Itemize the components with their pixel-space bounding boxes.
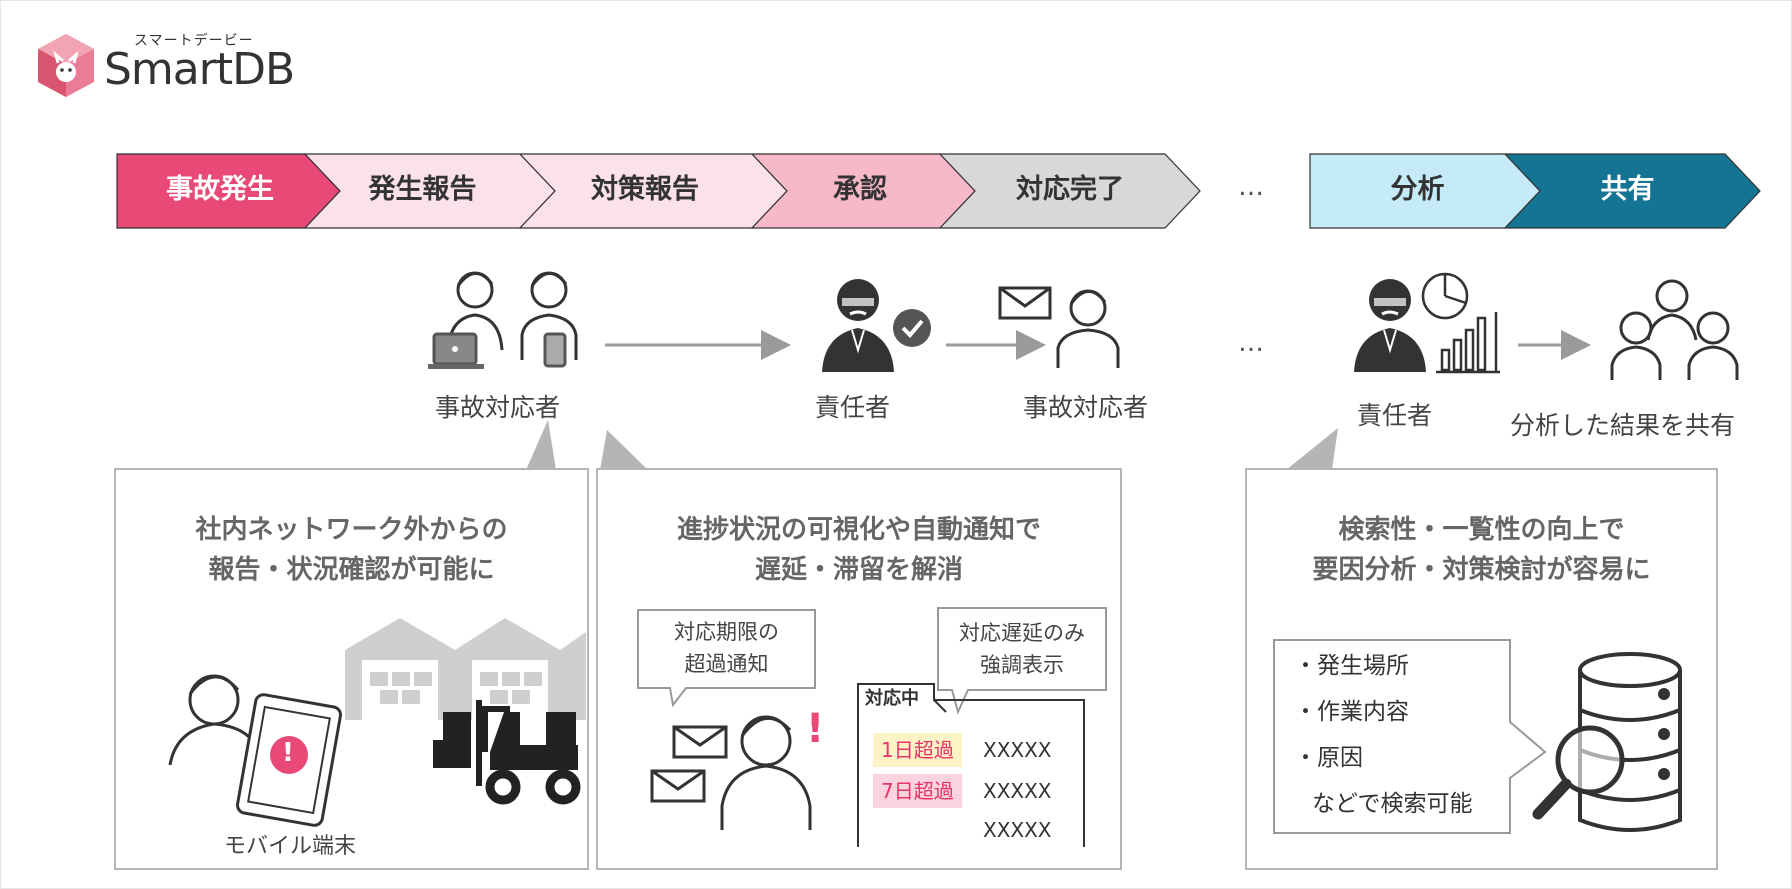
forklift-icon <box>433 700 581 805</box>
step-label-share: 共有 <box>1600 174 1655 205</box>
role-share: 分析した結果を共有 <box>1510 411 1736 440</box>
sheet-header: 対応中 <box>865 688 919 709</box>
search-criteria-cause: ・原因 <box>1294 745 1363 771</box>
bubble-highlight-line-1: 対応遅延のみ <box>959 621 1085 645</box>
bubble-highlight-line-2: 強調表示 <box>980 653 1064 677</box>
panel-3-title-line-1: 検索性・一覧性の向上で <box>1338 515 1625 545</box>
search-criteria-footer: などで検索可能 <box>1312 791 1473 817</box>
logo-kana: スマートデービー <box>134 33 254 49</box>
role-responder-2: 事故対応者 <box>1023 393 1149 422</box>
step-label-report: 発生報告 <box>368 174 477 205</box>
responder-phone-icon <box>520 271 578 368</box>
manager-icon-2 <box>1354 279 1426 372</box>
mobile-user-icon <box>168 674 254 766</box>
status-sheet <box>857 683 1085 847</box>
mail-icon <box>998 286 1052 320</box>
process-flow <box>116 153 1761 229</box>
mail-icon-stack <box>650 725 728 803</box>
overdue-tag-1: 1日超過 <box>873 733 962 767</box>
logo-name: SmartDB <box>104 44 295 95</box>
panel-2-title-line-1: 進捗状況の可視化や自動通知で <box>676 515 1041 545</box>
panel-3-title: 検索性・一覧性の向上で 要因分析・対策検討が容易に <box>1246 510 1717 590</box>
panel-3-title-line-2: 要因分析・対策検討が容易に <box>1312 555 1651 585</box>
step-chevron-share <box>1503 153 1761 229</box>
panel-1-title-line-2: 報告・状況確認が可能に <box>208 555 495 585</box>
group-share-icon <box>1610 279 1739 380</box>
magnifier-icon <box>1532 725 1625 820</box>
search-list-bubble <box>1273 639 1547 834</box>
callout-pointer-1 <box>526 420 556 470</box>
ellipsis-middle: … <box>1238 328 1264 358</box>
ellipsis-top: … <box>1238 172 1264 202</box>
panel-1-title-line-1: 社内ネットワーク外からの <box>195 515 508 545</box>
callout-pointer-3 <box>1286 428 1338 470</box>
bubble-overdue-line-1: 対応期限の <box>674 620 779 644</box>
manager-icon <box>822 279 894 372</box>
tablet-icon <box>236 693 342 827</box>
pie-chart-icon <box>1421 272 1469 320</box>
step-label-countermeasure: 対策報告 <box>591 174 699 205</box>
step-chevron-5 <box>938 153 1201 229</box>
responder-icon <box>1056 289 1120 368</box>
bubble-overdue-text: 対応期限の 超過通知 <box>638 616 815 680</box>
search-criteria-work: ・作業内容 <box>1294 699 1409 725</box>
bar-chart-icon <box>1436 312 1500 374</box>
mobile-device-label: モバイル端末 <box>224 834 357 859</box>
panel-1-title: 社内ネットワーク外からの 報告・状況確認が可能に <box>115 510 588 590</box>
panel-2-title-line-2: 遅延・滞留を解消 <box>754 555 963 585</box>
step-label-accident: 事故発生 <box>166 174 274 205</box>
responder-laptop-icon <box>428 271 504 369</box>
role-manager-2: 責任者 <box>1357 401 1433 430</box>
alert-exclaim: ! <box>806 706 825 752</box>
panel-2-title: 進捗状況の可視化や自動通知で 遅延・滞留を解消 <box>597 510 1121 590</box>
user-alert-icon <box>720 715 812 830</box>
role-manager-1: 責任者 <box>815 393 891 422</box>
sheet-row-1-value: XXXXX <box>983 738 1052 762</box>
bubble-overdue-line-2: 超過通知 <box>684 652 769 676</box>
step-label-approval: 承認 <box>833 174 887 205</box>
search-criteria-list: ・発生場所 ・作業内容 ・原因 <box>1294 643 1409 781</box>
sheet-row-2-value: XXXXX <box>983 779 1052 803</box>
logo-cube-icon <box>38 34 94 97</box>
tablet-alert-mark: ! <box>282 738 294 768</box>
overdue-tag-7: 7日超過 <box>873 774 962 808</box>
step-label-analysis: 分析 <box>1390 174 1445 205</box>
step-label-complete: 対応完了 <box>1016 174 1124 205</box>
approved-check-icon <box>893 309 931 347</box>
sheet-row-3-value: XXXXX <box>983 818 1052 842</box>
bubble-highlight-text: 対応遅延のみ 強調表示 <box>938 617 1106 681</box>
bubble-overdue <box>637 609 816 708</box>
callout-pointer-2 <box>600 430 648 470</box>
role-responder-1: 事故対応者 <box>435 393 561 422</box>
search-criteria-location: ・発生場所 <box>1294 653 1409 679</box>
